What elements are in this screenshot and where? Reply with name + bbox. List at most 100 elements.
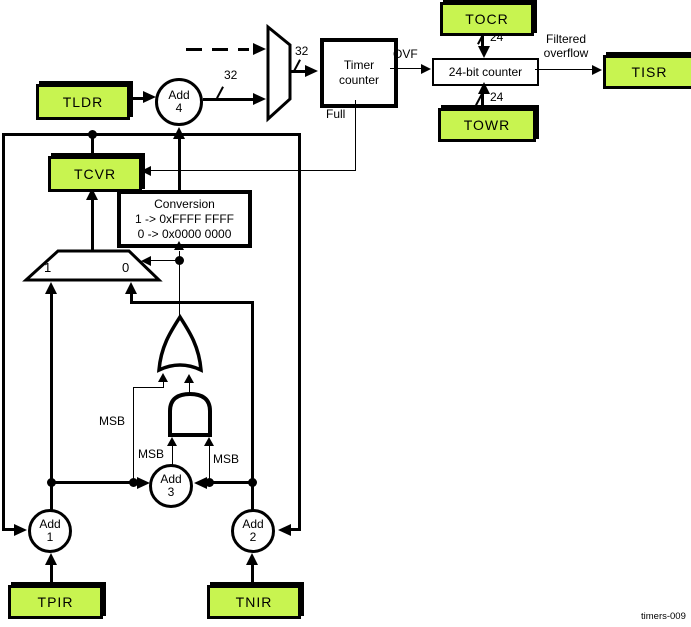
wire-msb-add2 xyxy=(209,446,210,482)
arrow-into-add1-left xyxy=(14,524,27,536)
wire-feedback-left xyxy=(2,133,5,531)
wire-mux0-stub xyxy=(130,293,133,304)
mux-input-0-label: 0 xyxy=(122,260,130,275)
filtered-overflow-label-1: Filtered xyxy=(545,32,586,46)
wire-dashed-input-seg1 xyxy=(186,48,202,51)
adder-3: Add 3 xyxy=(149,464,193,508)
wire-add1-output xyxy=(50,293,53,510)
arrow-full-into-tcvr xyxy=(141,166,151,176)
arrow-into-add3-right xyxy=(194,477,207,489)
and-gate xyxy=(168,391,212,437)
adder-1-label-2: 1 xyxy=(46,530,54,544)
wire-add2-to-add3 xyxy=(206,481,253,484)
conversion-map0: 0 -> 0x0000 0000 xyxy=(137,226,232,241)
wire-filtered-overflow xyxy=(535,69,592,70)
register-tocr: TOCR xyxy=(440,2,534,36)
wire-full-horizontal xyxy=(151,170,355,171)
register-tpir: TPIR xyxy=(8,585,103,619)
wire-or-output xyxy=(179,251,180,318)
conversion-title: Conversion xyxy=(154,196,215,211)
arrow-into-add3-left xyxy=(137,477,150,489)
arrow-into-or-right xyxy=(184,374,194,383)
register-towr: TOWR xyxy=(438,108,536,142)
wire-full-vertical xyxy=(355,100,356,171)
wire-add4-to-mux xyxy=(203,98,255,101)
arrow-into-and-left xyxy=(167,437,177,446)
adder-4-label-1: Add xyxy=(168,88,190,102)
wire-feedback-right xyxy=(298,133,301,531)
wire-add2-output-horizontal xyxy=(130,301,254,304)
timer-counter-label-1: Timer xyxy=(343,58,375,72)
arrow-mux-select xyxy=(141,256,151,266)
conversion-map1: 1 -> 0xFFFF FFFF xyxy=(135,211,234,226)
wire-and-to-or xyxy=(189,383,190,394)
arrow-into-add4-left xyxy=(143,91,156,103)
register-tnir-label: TNIR xyxy=(235,594,273,610)
wire-msb-add3 xyxy=(172,446,173,465)
mux-input-1-label: 1 xyxy=(44,260,52,275)
adder-4: Add 4 xyxy=(155,78,203,126)
wire-feedback-to-add2 xyxy=(291,528,301,531)
bottom-mux xyxy=(22,249,163,282)
register-tldr: TLDR xyxy=(36,84,130,120)
timer-counter-label-2: counter xyxy=(338,73,380,87)
wire-mux-to-timercounter xyxy=(289,70,306,73)
adder-3-label-1: Add xyxy=(160,472,182,486)
arrow-into-topmux-top xyxy=(253,43,266,55)
register-tisr: TISR xyxy=(603,55,691,89)
ovf-label: OVF xyxy=(393,47,418,61)
register-tcvr: TCVR xyxy=(48,156,142,192)
adder-2-label-1: Add xyxy=(242,517,264,531)
arrow-into-tisr xyxy=(592,65,602,75)
adder-1: Add 1 xyxy=(28,509,72,553)
wire-mux-select xyxy=(151,260,180,261)
wire-ovf xyxy=(390,68,422,69)
wire-towr-to-counter xyxy=(481,93,484,108)
wire-mux-to-tcvr xyxy=(91,199,94,252)
arrow-into-and-right xyxy=(204,437,214,446)
wire-tcvr-output xyxy=(91,136,94,157)
wire-dashed-input-seg2 xyxy=(212,48,228,51)
adder-4-label-2: 4 xyxy=(175,101,183,115)
arrow-into-timercounter xyxy=(305,65,318,77)
msb-label-add1: MSB xyxy=(99,414,126,428)
conversion-block: Conversion 1 -> 0xFFFF FFFF 0 -> 0x0000 … xyxy=(117,190,252,248)
arrow-towr-into-counter xyxy=(478,82,490,94)
bus-width-label-towr: 24 xyxy=(490,90,504,104)
adder-2-label-2: 2 xyxy=(249,530,257,544)
junction-tcvr-feedback xyxy=(88,130,97,139)
junction-add2-output xyxy=(248,478,257,487)
wire-tpir-to-add1 xyxy=(50,564,53,585)
arrow-tocr-into-counter xyxy=(478,46,490,58)
wire-feedback-to-add1 xyxy=(2,528,15,531)
wire-msb-add1-stub xyxy=(163,382,164,388)
adder-2: Add 2 xyxy=(231,509,275,553)
msb-label-add3: MSB xyxy=(138,447,165,461)
arrow-into-mux-0 xyxy=(125,282,137,294)
bus-width-label-add4: 32 xyxy=(224,68,238,82)
adder-1-label-1: Add xyxy=(39,517,61,531)
or-gate xyxy=(157,313,203,373)
wire-dashed-input-seg3 xyxy=(238,48,249,51)
arrow-into-mux-1 xyxy=(45,282,57,294)
top-mux xyxy=(266,23,292,123)
register-towr-label: TOWR xyxy=(463,117,511,133)
register-tisr-label: TISR xyxy=(631,64,668,80)
figure-id: timers-009 xyxy=(641,611,686,622)
arrow-into-conversion xyxy=(174,241,184,250)
arrow-into-add2-right xyxy=(278,524,291,536)
bus-width-label-mux-out: 32 xyxy=(295,44,309,58)
timer-counter-block: Timer counter xyxy=(320,38,398,108)
wire-feedback-top xyxy=(2,133,301,136)
register-tpir-label: TPIR xyxy=(37,594,74,610)
arrow-into-topmux-bottom xyxy=(253,93,266,105)
wire-add1-to-add3 xyxy=(52,481,138,484)
arrow-into-or-left xyxy=(158,373,168,382)
register-tcvr-label: TCVR xyxy=(73,166,117,182)
arrow-into-add4-bottom xyxy=(173,127,185,139)
arrow-into-add1-bottom xyxy=(45,553,57,565)
wire-msb-add1-vertical xyxy=(133,387,134,482)
arrow-ovf-into-counter xyxy=(421,64,431,74)
filtered-overflow-label: Filtered overflow xyxy=(536,32,596,60)
